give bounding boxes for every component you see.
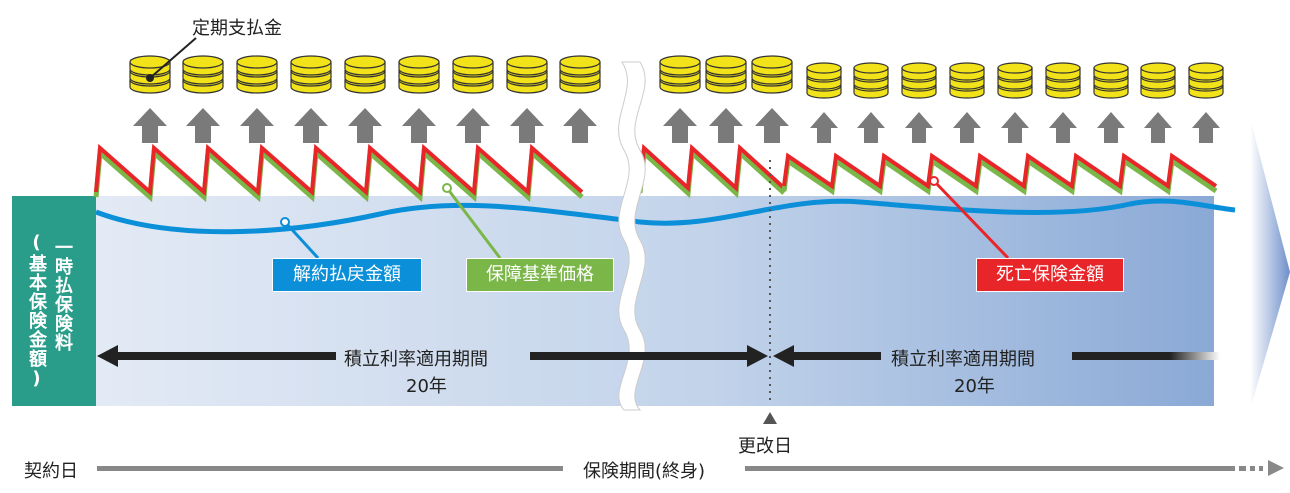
coin-stack-icon <box>751 55 793 94</box>
coin-stack-icon <box>949 62 985 99</box>
callout-dot-death <box>929 176 939 186</box>
premium-label-sub: (基本保険金額) <box>26 232 47 390</box>
insurance-period-bar <box>97 460 1284 476</box>
callout-dot-surrender <box>280 217 290 227</box>
callout-line-periodic <box>149 37 197 79</box>
payment-arrow-icon <box>186 108 220 143</box>
coin-stack-icon <box>182 55 224 94</box>
coin-stack-icon <box>997 62 1033 99</box>
payment-arrow-icon <box>905 112 933 143</box>
contract-day-label: 契約日 <box>24 461 78 482</box>
guarantee-base-price-label: 保障基準価格 <box>466 258 614 292</box>
payment-arrow-icon <box>1097 112 1125 143</box>
coin-stack-icon <box>559 55 601 94</box>
coin-stack-icon <box>659 55 701 94</box>
period2-years: 20年 <box>954 376 995 397</box>
payment-arrow-icon <box>563 108 597 143</box>
coin-stack-icon <box>1140 62 1176 99</box>
surrender-value-label: 解約払戻金額 <box>272 258 422 292</box>
coin-stack-icon <box>236 55 278 94</box>
death-benefit-label: 死亡保険金額 <box>976 258 1124 292</box>
payment-arrow-icon <box>857 112 885 143</box>
period1-arrow <box>97 345 768 367</box>
timeline-break <box>618 61 646 411</box>
coin-stack-icon <box>1093 62 1129 99</box>
band-arrow-tip <box>1250 118 1290 410</box>
insurance-period-label: 保険期間(終身) <box>583 461 706 482</box>
callout-line-surrender <box>283 220 320 260</box>
coin-stack-icon <box>901 62 937 99</box>
premium-box <box>12 196 96 406</box>
payment-arrow-icon <box>1001 112 1029 143</box>
period1-years: 20年 <box>406 376 447 397</box>
payment-arrow-icon <box>456 108 490 143</box>
surrender-value-line <box>95 198 1236 235</box>
death-benefit-line <box>94 143 584 197</box>
death-benefit-line <box>638 143 786 193</box>
payment-arrow-icon <box>348 108 382 143</box>
payment-arrow-icon <box>1144 112 1172 143</box>
payment-arrow-icon <box>1192 112 1220 143</box>
coin-stack-icon <box>506 55 548 94</box>
payment-arrow-icon <box>510 108 544 143</box>
coin-stack-icon <box>290 55 332 94</box>
callout-line-guarantee <box>445 187 502 259</box>
period1-title: 積立利率適用期間 <box>344 349 488 370</box>
death-benefit-line <box>782 152 1218 190</box>
payment-arrow-icon <box>709 108 743 143</box>
callout-line-death <box>932 179 1010 260</box>
coin-stack-icon <box>806 62 842 99</box>
coin-stack-icon <box>705 55 747 94</box>
payment-arrow-icon <box>663 108 697 143</box>
callout-dot-periodic <box>146 74 154 82</box>
payment-arrow-icon <box>755 108 789 143</box>
payment-arrow-icon <box>240 108 274 143</box>
coin-stack-icon <box>344 55 386 94</box>
coin-stack-icon <box>1045 62 1081 99</box>
payment-arrow-icon <box>294 108 328 143</box>
coin-stack-icon <box>1188 62 1224 99</box>
payment-arrow-icon <box>953 112 981 143</box>
payment-arrow-icon <box>810 112 838 143</box>
period2-title: 積立利率適用期間 <box>891 349 1035 370</box>
coin-stack-icon <box>452 55 494 94</box>
premium-label-main: 一時払保険料 <box>52 238 73 352</box>
coin-stack-icon <box>853 62 889 99</box>
period2-arrow <box>773 345 1220 367</box>
renewal-day-label: 更改日 <box>738 436 792 457</box>
payment-arrow-icon <box>402 108 436 143</box>
payment-arrow-icon <box>1049 112 1077 143</box>
period-band <box>96 196 1214 406</box>
guarantee-base-line <box>637 147 786 199</box>
callout-dot-guarantee <box>442 183 452 193</box>
periodic-payment-label: 定期支払金 <box>192 18 282 39</box>
payment-arrow-icon <box>133 108 167 143</box>
renewal-day-pointer <box>763 412 777 424</box>
coin-stack-icon <box>398 55 440 94</box>
